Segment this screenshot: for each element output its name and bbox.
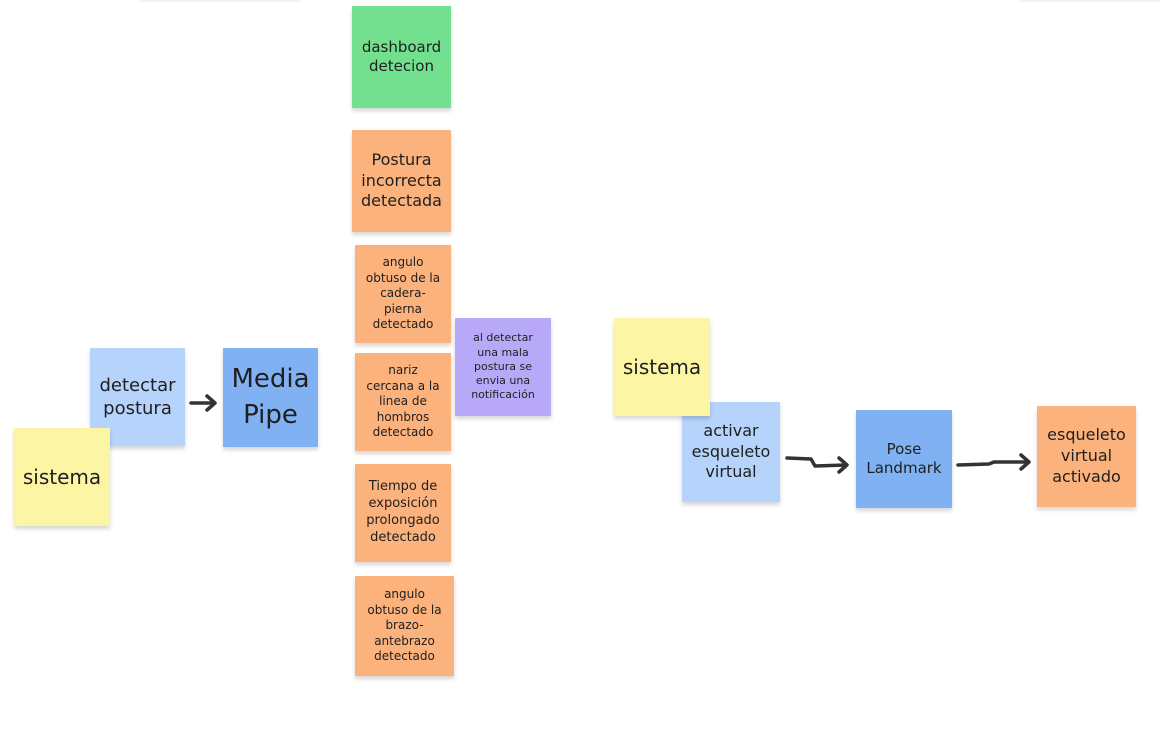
sticky-note-nariz-cercana[interactable]: nariz cercana a la linea de hombros dete… xyxy=(355,353,451,451)
sticky-note-angulo-cadera[interactable]: angulo obtuso de la cadera-pierna detect… xyxy=(355,245,451,343)
sticky-note-text: nariz cercana a la linea de hombros dete… xyxy=(366,363,440,440)
top-edge-line xyxy=(140,0,300,2)
sticky-note-text: angulo obtuso de la brazo-antebrazo dete… xyxy=(367,587,442,664)
sticky-note-notificacion[interactable]: al detectar una mala postura se envia un… xyxy=(455,318,551,416)
sticky-note-sistema-left[interactable]: sistema xyxy=(14,428,110,526)
sticky-note-tiempo-exposicion[interactable]: Tiempo de exposición prolongado detectad… xyxy=(355,464,451,562)
sticky-note-pose-landmark[interactable]: Pose Landmark xyxy=(856,410,952,508)
sticky-note-text: Postura incorrecta detectada xyxy=(361,149,442,211)
sticky-note-postura-incorrecta[interactable]: Postura incorrecta detectada xyxy=(352,130,451,232)
sticky-note-text: Pose Landmark xyxy=(866,439,942,478)
sticky-note-dashboard[interactable]: dashboard detecion xyxy=(352,6,451,108)
sticky-note-text: esqueleto virtual activado xyxy=(1047,425,1126,486)
arrow-detectar-to-mediapipe[interactable] xyxy=(189,394,217,412)
arrow-activar-to-pose[interactable] xyxy=(785,456,849,474)
sticky-note-sistema-right[interactable]: sistema xyxy=(614,318,710,416)
top-edge-line xyxy=(1020,0,1160,2)
sticky-note-text: dashboard detecion xyxy=(361,37,442,76)
sticky-note-text: angulo obtuso de la cadera-pierna detect… xyxy=(365,255,441,332)
sticky-note-text: activar esqueleto virtual xyxy=(691,420,771,482)
sticky-note-text: sistema xyxy=(22,465,102,489)
sticky-note-text: sistema xyxy=(622,355,702,379)
sticky-note-text: al detectar una mala postura se envia un… xyxy=(471,331,535,402)
sticky-note-esqueleto-activado[interactable]: esqueleto virtual activado xyxy=(1037,406,1136,507)
sticky-note-text: Tiempo de exposición prolongado detectad… xyxy=(366,479,440,545)
sticky-note-media-pipe[interactable]: Media Pipe xyxy=(223,348,318,447)
sticky-note-text: detectar postura xyxy=(99,374,176,419)
sticky-note-angulo-brazo[interactable]: angulo obtuso de la brazo-antebrazo dete… xyxy=(355,576,454,676)
sticky-note-detectar-postura[interactable]: detectar postura xyxy=(90,348,185,446)
sticky-note-activar-esqueleto[interactable]: activar esqueleto virtual xyxy=(682,402,780,502)
sticky-note-text: Media Pipe xyxy=(231,364,310,430)
arrow-pose-to-esqueleto[interactable] xyxy=(956,453,1031,471)
